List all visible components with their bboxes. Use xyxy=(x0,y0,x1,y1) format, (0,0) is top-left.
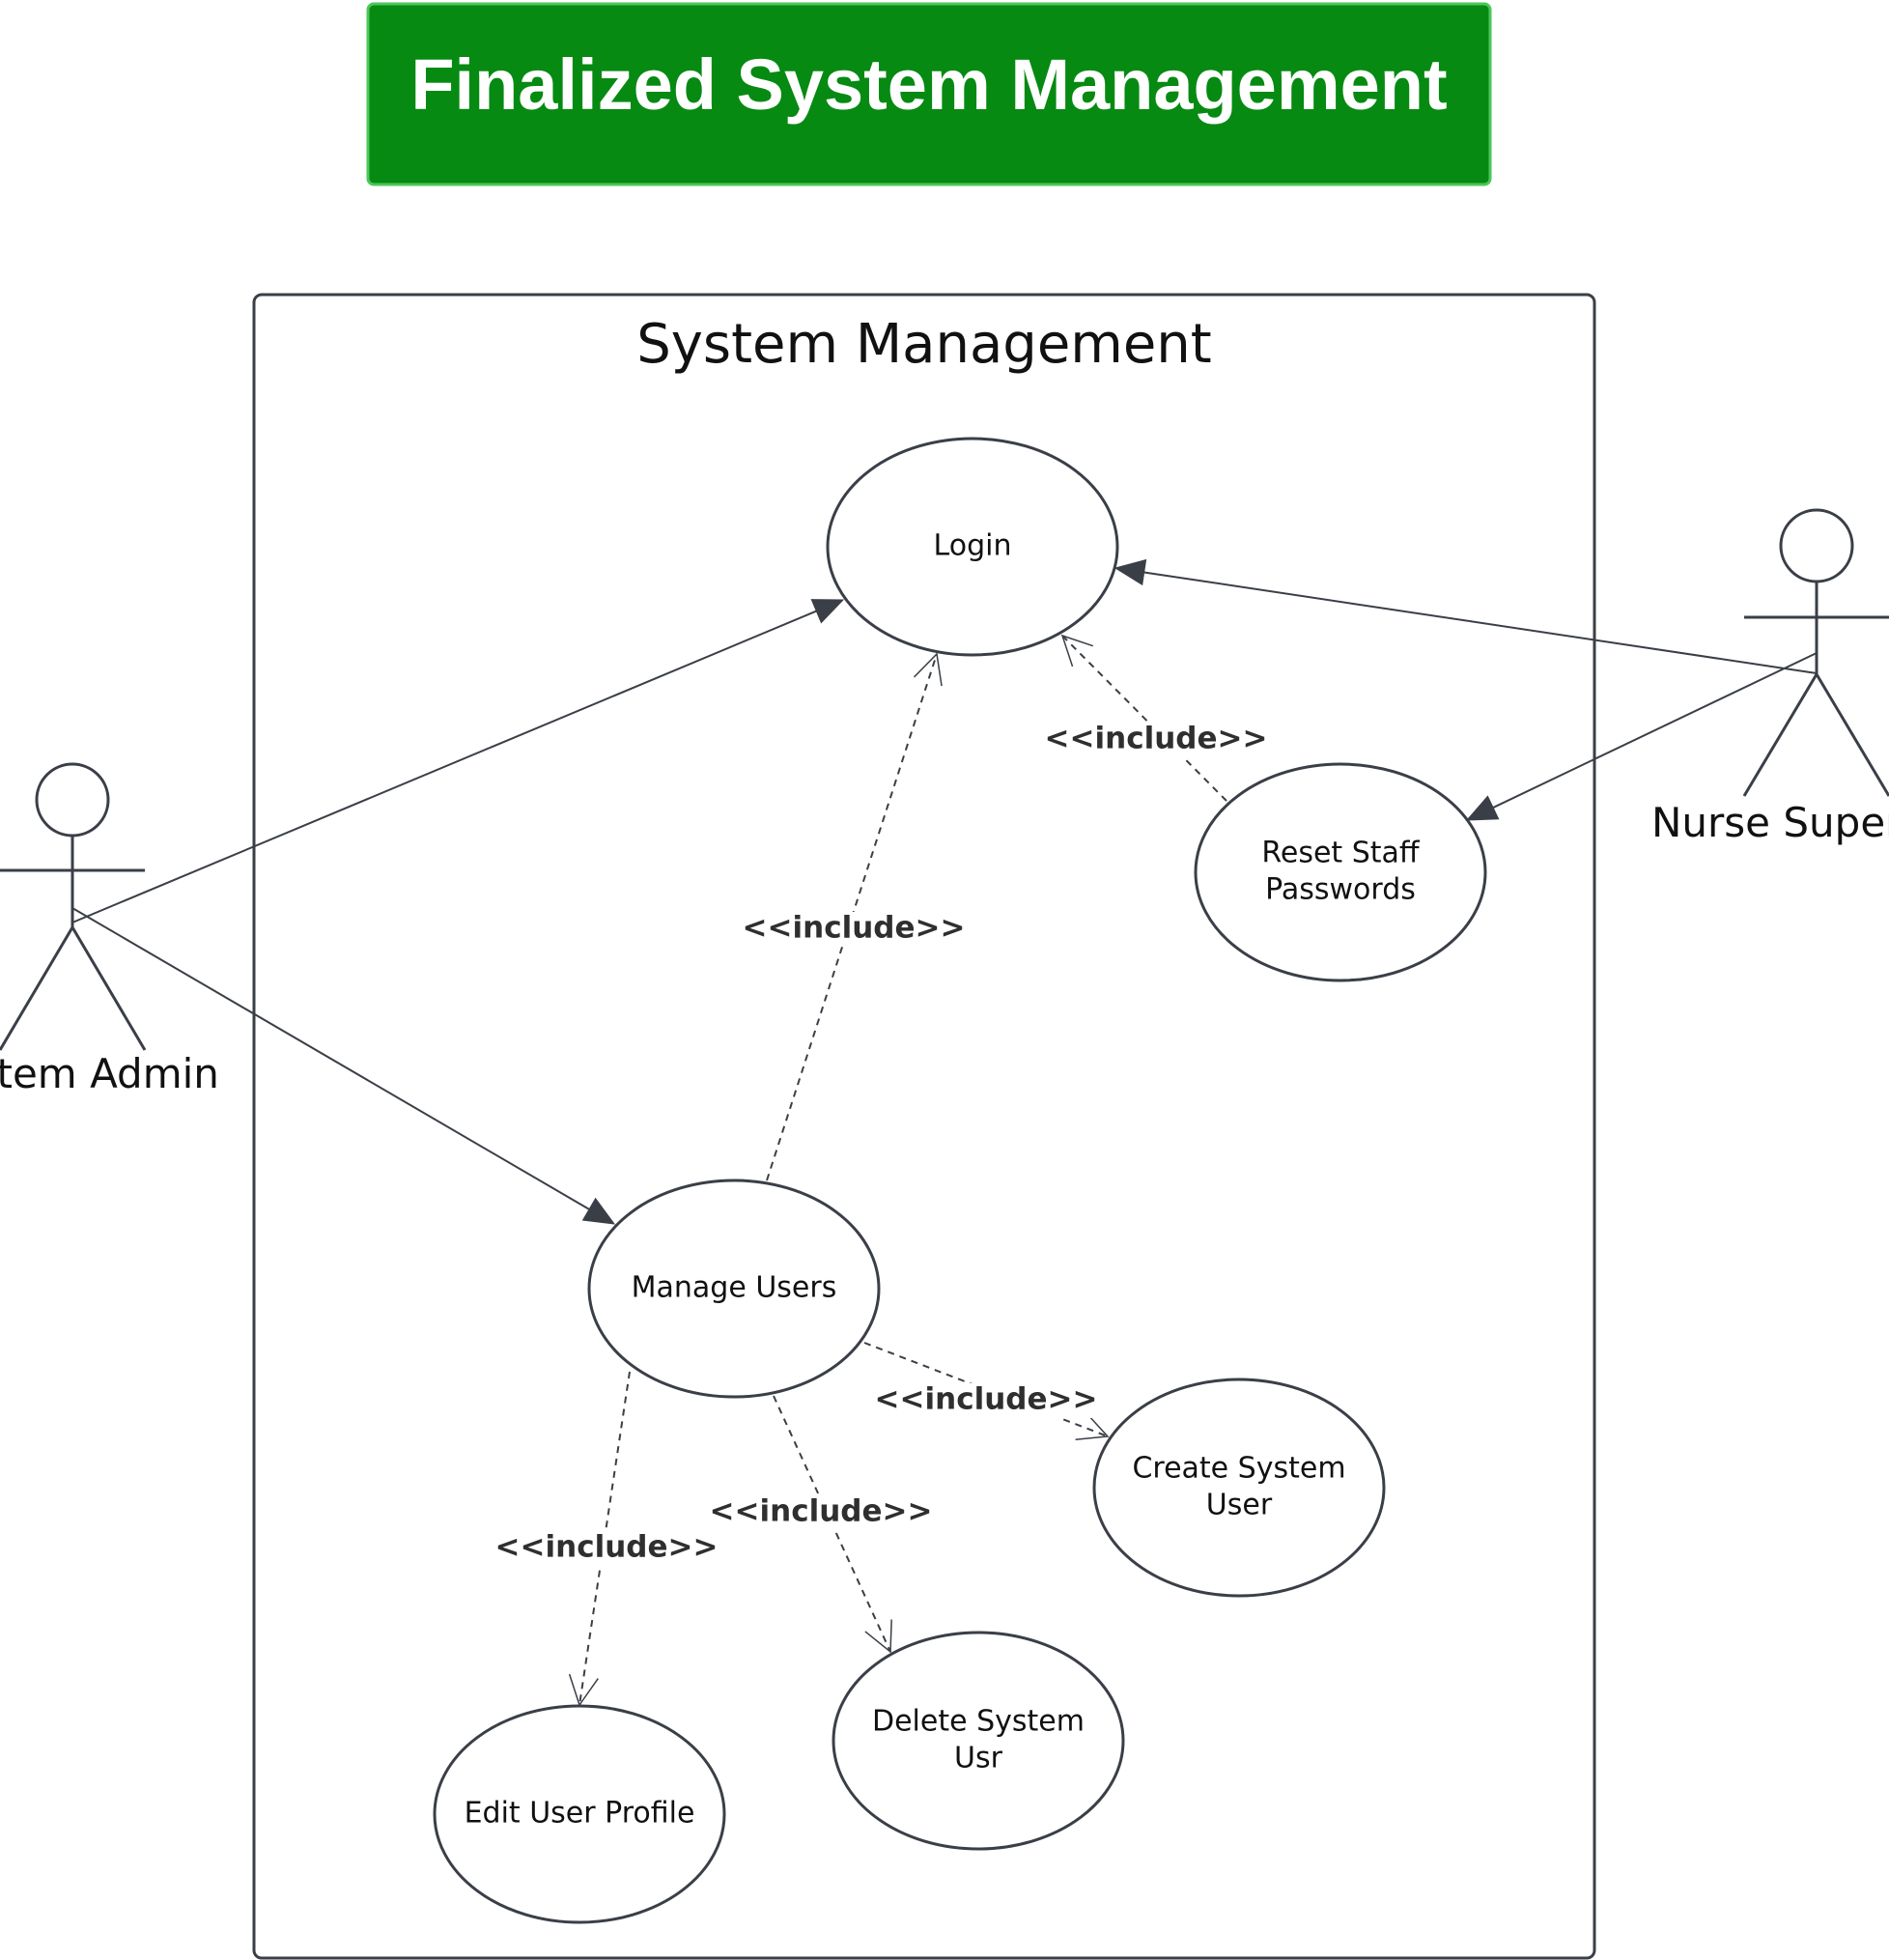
use-case-ellipse xyxy=(1194,762,1487,982)
include-reset-staff-passwords-to-login: <<include>> xyxy=(1045,634,1268,802)
use-case-ellipse xyxy=(832,1631,1125,1851)
open-arrowhead xyxy=(913,652,943,687)
include-label-background xyxy=(747,912,960,947)
include-manage-users-to-edit-user-profile: <<include>> xyxy=(495,1371,719,1707)
filled-arrowhead xyxy=(810,599,845,624)
use-case-label: Login xyxy=(934,529,1012,563)
association-system-admin-to-manage-users xyxy=(71,907,616,1225)
use-case-ellipse xyxy=(826,437,1119,657)
association-lines xyxy=(71,558,1818,1225)
association-nurse-supervisor-to-login xyxy=(1114,558,1818,674)
actor-head xyxy=(35,762,110,838)
filled-arrowhead xyxy=(581,1197,616,1225)
use-case-label: Edit User Profile xyxy=(465,1797,695,1831)
use-case-label: Create System xyxy=(1132,1452,1345,1486)
association-line xyxy=(1492,652,1818,809)
actor-label: Nurse Supervisor xyxy=(1651,799,1889,846)
use-case-ellipse xyxy=(433,1704,726,1924)
filled-arrowhead xyxy=(1465,795,1500,821)
association-line xyxy=(71,907,590,1210)
include-label: <<include>> xyxy=(710,1494,933,1529)
actor-label: System Admin xyxy=(0,1050,219,1097)
include-label-background xyxy=(715,1495,927,1530)
use-case-login[interactable]: Login xyxy=(826,437,1119,657)
title-banner-background xyxy=(366,2,1492,186)
use-case-ellipse xyxy=(587,1179,881,1399)
use-case-label: Passwords xyxy=(1265,873,1416,907)
include-manage-users-to-delete-system-user: <<include>> xyxy=(710,1395,933,1654)
actor-system-admin[interactable]: System Admin xyxy=(0,762,219,1097)
filled-arrowhead xyxy=(1114,558,1147,586)
include-label-background xyxy=(880,1383,1092,1418)
include-label-background xyxy=(500,1531,713,1566)
use-case-label: Reset Staff xyxy=(1261,837,1421,870)
include-relations: <<include>><<include>><<include>><<inclu… xyxy=(495,634,1268,1707)
include-label: <<include>> xyxy=(495,1530,719,1565)
open-arrowhead xyxy=(568,1673,599,1707)
use-case-label: Delete System xyxy=(872,1705,1085,1739)
include-label: <<include>> xyxy=(743,911,966,946)
actor-right-leg xyxy=(1815,673,1889,797)
system-boundary: System Management xyxy=(252,293,1596,1960)
actor-head xyxy=(1779,508,1854,583)
system-boundary-box xyxy=(252,293,1596,1960)
include-label: <<include>> xyxy=(875,1382,1098,1417)
open-arrowhead xyxy=(1060,634,1094,668)
use-case-label: Manage Users xyxy=(632,1271,837,1305)
use-case-edit-user-profile[interactable]: Edit User Profile xyxy=(433,1704,726,1924)
diagram-title: Finalized System Management xyxy=(410,44,1447,125)
system-boundary-label: System Management xyxy=(636,313,1212,376)
include-dashed-line xyxy=(1061,635,1227,802)
open-arrowhead xyxy=(1075,1411,1110,1440)
use-case-manage-users[interactable]: Manage Users xyxy=(587,1179,881,1399)
include-manage-users-to-login: <<include>> xyxy=(743,652,966,1181)
use-case-ellipse xyxy=(1092,1378,1386,1598)
actors: System Admin Nurse Supervisor xyxy=(0,508,1889,1097)
association-line xyxy=(1143,571,1818,674)
include-label-background xyxy=(1050,723,1262,757)
include-label: <<include>> xyxy=(1045,722,1268,756)
actor-left-leg xyxy=(0,926,74,1051)
use-case-label: Usr xyxy=(954,1742,1003,1775)
include-manage-users-to-create-system-user: <<include>> xyxy=(863,1342,1110,1440)
actor-left-leg xyxy=(1742,673,1819,797)
open-arrowhead xyxy=(864,1619,892,1654)
association-system-admin-to-login xyxy=(71,599,845,923)
title-banner: Finalized System Management xyxy=(366,2,1492,186)
association-line xyxy=(71,610,817,923)
association-nurse-supervisor-to-reset-staff-passwords xyxy=(1465,652,1818,821)
actor-right-leg xyxy=(70,926,147,1051)
actor-nurse-supervisor[interactable]: Nurse Supervisor xyxy=(1651,508,1889,846)
use-case-label: User xyxy=(1206,1489,1273,1522)
